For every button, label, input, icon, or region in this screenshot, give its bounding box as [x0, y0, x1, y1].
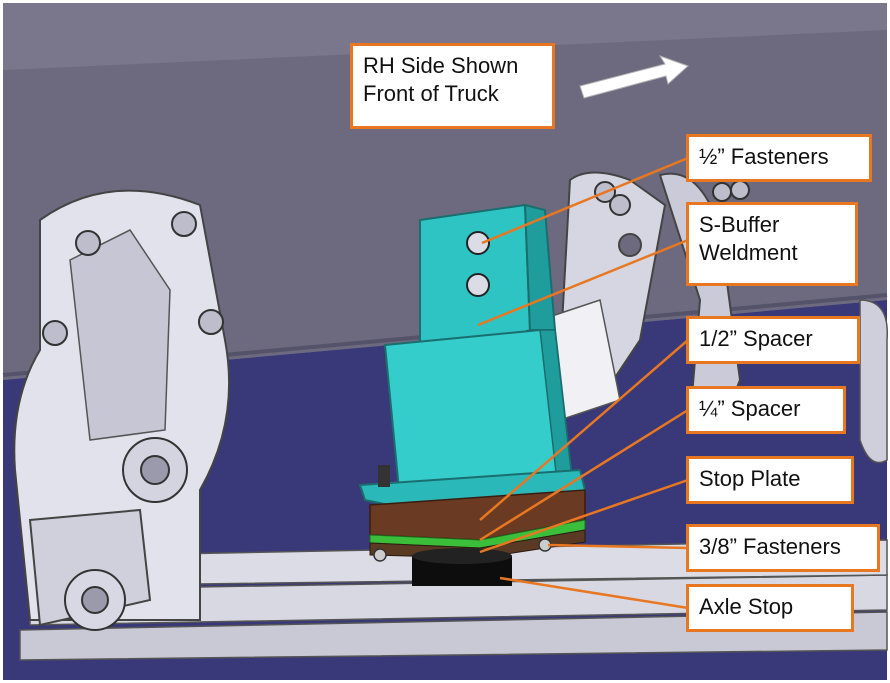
- callout-quarter-spacer: ¼” Spacer: [686, 386, 846, 434]
- leader-lines: [477, 156, 689, 610]
- callout-three-eighths-fasteners: 3/8” Fasteners: [686, 524, 880, 572]
- leader-half-fasteners: [481, 156, 689, 245]
- leader-s-buffer: [477, 238, 689, 327]
- callout-label: S-Buffer: [699, 212, 780, 237]
- callout-half-spacer: 1/2” Spacer: [686, 316, 860, 364]
- leader-three-eighths: [547, 543, 689, 550]
- leader-stop-plate: [479, 478, 689, 554]
- three-eighths-fastener: [373, 548, 387, 562]
- header-line-2: Front of Truck: [363, 81, 499, 106]
- leader-quarter-spacer: [479, 408, 689, 542]
- bracket-hole: [618, 233, 642, 257]
- leader-half-spacer: [479, 339, 689, 521]
- bolt-head: [198, 309, 224, 335]
- callout-label: 3/8” Fasteners: [699, 534, 841, 559]
- callout-stop-plate: Stop Plate: [686, 456, 854, 504]
- front-direction-arrow: [579, 55, 689, 99]
- bolt-head: [42, 320, 68, 346]
- callout-s-buffer-weldment: S-Buffer Weldment: [686, 202, 858, 286]
- callout-label: Stop Plate: [699, 466, 801, 491]
- half-inch-bolt-upper: [466, 231, 490, 255]
- callout-half-fasteners: ½” Fasteners: [686, 134, 872, 182]
- half-inch-bolt-lower: [466, 273, 490, 297]
- callout-label: Weldment: [699, 240, 798, 265]
- frame-rail-face: [3, 30, 887, 380]
- bolt-head: [75, 230, 101, 256]
- air-bag-partial: [859, 299, 888, 464]
- spring-eye-bolt: [81, 586, 109, 614]
- callout-label: ½” Fasteners: [699, 144, 829, 169]
- bolt-head: [730, 180, 750, 200]
- header-line-1: RH Side Shown: [363, 53, 519, 78]
- bolt-head: [171, 211, 197, 237]
- header-callout: RH Side Shown Front of Truck: [350, 43, 555, 129]
- bolt-head: [712, 182, 732, 202]
- leaf-spring-lower: [19, 611, 888, 661]
- small-stud: [378, 465, 390, 487]
- bolt-head: [609, 194, 631, 216]
- left-hanger-web: [69, 229, 171, 441]
- callout-label: 1/2” Spacer: [699, 326, 813, 351]
- leader-axle-stop: [499, 576, 689, 610]
- callout-label: Axle Stop: [699, 594, 794, 619]
- pivot-bolt: [140, 455, 170, 485]
- callout-label: ¼” Spacer: [699, 396, 801, 421]
- axle-stop-top: [412, 548, 512, 564]
- callout-axle-stop: Axle Stop: [686, 584, 854, 632]
